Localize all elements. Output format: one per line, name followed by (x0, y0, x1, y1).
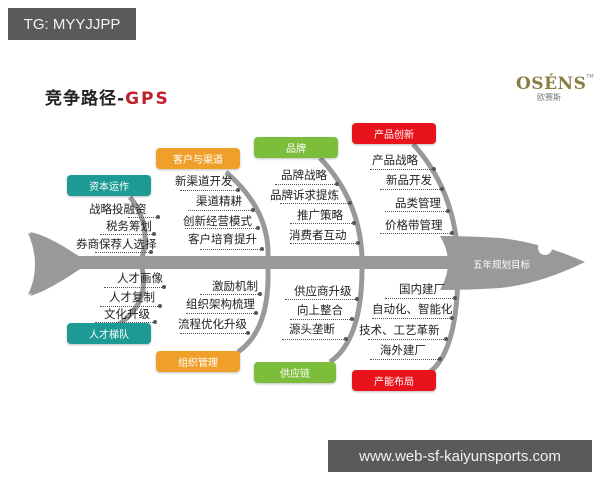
leader-line (290, 317, 354, 321)
leader-line (385, 296, 457, 300)
leader-line (128, 215, 160, 219)
item-brand-2: 品牌诉求提炼 (270, 188, 339, 202)
category-brand: 品牌 (254, 137, 338, 158)
leader-line (185, 226, 260, 230)
item-capacity-2: 自动化、智能化 (372, 302, 453, 316)
brand-logo: OSÉNSTM 欧赛斯 (516, 74, 594, 103)
leader-line (290, 241, 360, 245)
category-supply-chain: 供应链 (254, 362, 336, 383)
item-channel-3: 创新经营模式 (183, 214, 252, 228)
title-highlight: GPS (125, 89, 170, 109)
watermark-top-left: TG: MYYJJPP (8, 8, 136, 40)
fish-eye-icon (538, 241, 552, 255)
item-org-2: 组织架构梳理 (186, 297, 255, 311)
leader-line (104, 285, 166, 289)
leader-line (180, 331, 250, 335)
item-supply-2: 向上整合 (297, 303, 343, 317)
leader-line (100, 304, 162, 308)
item-brand-1: 品牌战略 (281, 168, 327, 182)
watermark-bottom-right: www.web-sf-kaiyunsports.com (328, 440, 592, 472)
category-capital: 资本运作 (67, 175, 151, 196)
item-product-2: 新品开发 (386, 173, 432, 187)
leader-line (95, 320, 157, 324)
leader-line (282, 337, 348, 341)
item-talent-3: 文化升级 (104, 307, 150, 321)
leader-line (280, 201, 352, 205)
leader-line (100, 232, 156, 236)
category-product-innovation: 产品创新 (352, 123, 436, 144)
leader-line (290, 221, 356, 225)
leader-line (200, 292, 262, 296)
item-product-4: 价格带管理 (385, 218, 443, 232)
item-channel-4: 客户培育提升 (188, 232, 257, 246)
goal-label: 五年规划目标 (473, 260, 531, 271)
leader-line (380, 187, 444, 191)
item-channel-2: 渠道精耕 (196, 194, 242, 208)
leader-line (370, 357, 442, 361)
logo-tm: TM (586, 74, 594, 80)
leader-line (275, 182, 339, 186)
page-title: 竞争路径-GPS (45, 84, 170, 109)
item-capital-1: 战略投融资 (89, 202, 147, 216)
leader-line (380, 231, 454, 235)
item-supply-1: 供应商升级 (294, 284, 352, 298)
logo-chinese: 欧赛斯 (537, 93, 561, 102)
title-prefix: 竞争路径- (45, 89, 126, 109)
item-product-3: 品类管理 (395, 196, 441, 210)
leader-line (385, 209, 450, 213)
item-brand-3: 推广策略 (297, 208, 343, 222)
item-talent-2: 人才复制 (109, 290, 155, 304)
logo-brand: OSÉNS (516, 74, 587, 94)
leader-line (372, 316, 454, 320)
item-talent-1: 人才画像 (117, 271, 163, 285)
leader-line (368, 337, 448, 341)
item-org-3: 流程优化升级 (178, 317, 247, 331)
leader-line (180, 188, 240, 192)
item-product-1: 产品战略 (372, 153, 418, 167)
category-talent: 人才梯队 (67, 323, 151, 344)
leader-line (188, 208, 255, 212)
item-capacity-3: 技术、工艺革新 (359, 323, 440, 337)
category-customer-channel: 客户与渠道 (156, 148, 240, 169)
item-capacity-4: 海外建厂 (380, 343, 426, 357)
item-brand-4: 消费者互动 (289, 228, 347, 242)
leader-line (200, 247, 264, 251)
category-org-management: 组织管理 (156, 351, 240, 372)
item-channel-1: 新渠道开发 (175, 174, 233, 188)
category-capacity-layout: 产能布局 (352, 370, 436, 391)
item-capital-2: 税务筹划 (106, 219, 152, 233)
item-org-1: 激励机制 (212, 279, 258, 293)
item-capital-3: 券商保荐人选择 (76, 237, 157, 251)
item-capacity-1: 国内建厂 (399, 282, 445, 296)
leader-line (186, 311, 258, 315)
item-supply-3: 源头垄断 (289, 322, 335, 336)
leader-line (370, 167, 436, 171)
leader-line (95, 250, 153, 254)
leader-line (285, 297, 359, 301)
